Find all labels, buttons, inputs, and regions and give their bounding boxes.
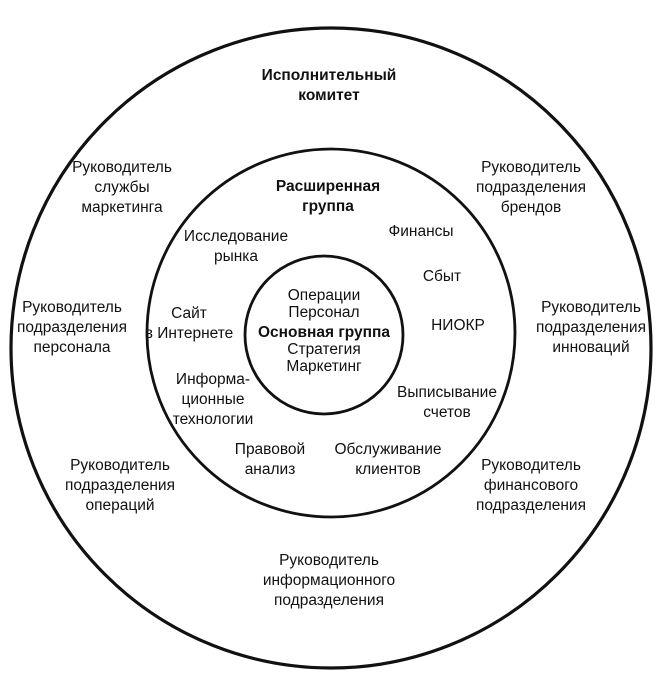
label-line: ционные bbox=[181, 391, 245, 408]
label-line: Исполнительный bbox=[261, 67, 397, 84]
label-line: подразделения bbox=[65, 477, 175, 494]
outer-ring-circle bbox=[9, 26, 653, 670]
middle-ring-item: Выписывание счетов bbox=[397, 383, 497, 423]
label-line: анализ bbox=[244, 461, 296, 478]
label-line: информационного bbox=[262, 572, 396, 589]
outer-ring-item: Руководитель финансового подразделения bbox=[476, 456, 586, 516]
core-ring-item: Операции bbox=[288, 287, 361, 304]
label-line: Стратегия bbox=[287, 341, 361, 358]
label-line: Руководитель bbox=[541, 299, 641, 316]
middle-ring-item: НИОКР bbox=[431, 316, 485, 336]
label-line: Выписывание bbox=[397, 384, 497, 401]
label-line: Руководитель bbox=[279, 552, 379, 569]
label-line: Руководитель bbox=[72, 159, 172, 176]
middle-ring-item: Обслуживание клиентов bbox=[334, 440, 441, 480]
middle-ring-item: Сбыт bbox=[423, 267, 461, 287]
outer-ring-item: Руководитель подразделения персонала bbox=[17, 298, 127, 358]
label-line: Сбыт bbox=[422, 268, 462, 285]
label-line: Руководитель bbox=[22, 299, 122, 316]
label-line: брендов bbox=[500, 199, 562, 216]
middle-ring-title: Расширенная группа bbox=[276, 177, 380, 217]
core-ring-item: Маркетинг bbox=[286, 358, 361, 375]
label-line: подразделения bbox=[536, 319, 646, 336]
label-line: Персонал bbox=[288, 304, 360, 321]
label-line: Руководитель bbox=[481, 159, 581, 176]
core-ring-title: Основная группа bbox=[258, 324, 390, 341]
middle-ring-circle bbox=[145, 147, 517, 519]
outer-ring-title: Исполнительный комитет bbox=[262, 66, 397, 106]
core-ring-item: Стратегия bbox=[287, 341, 360, 358]
label-line: рынка bbox=[213, 248, 259, 265]
middle-ring-item: Исследование рынка bbox=[184, 227, 288, 267]
label-line: клиентов bbox=[355, 461, 421, 478]
outer-ring-item: Руководитель службы маркетинга bbox=[72, 158, 172, 218]
label-line: Сайт bbox=[171, 305, 207, 322]
middle-ring-item: Правовой анализ bbox=[235, 440, 305, 480]
label-line: Исследование bbox=[183, 228, 289, 245]
middle-ring-item: Финансы bbox=[388, 222, 453, 242]
middle-ring-item: Информа-ционные технологии bbox=[173, 370, 254, 430]
label-line: Обслуживание bbox=[334, 441, 442, 458]
label-line: группа bbox=[302, 198, 354, 215]
core-ring-item: Персонал bbox=[288, 304, 359, 321]
label-line: подразделения bbox=[17, 319, 127, 336]
label-line: Расширенная bbox=[275, 178, 381, 195]
label-line: Руководитель bbox=[481, 457, 581, 474]
label-line: технологии bbox=[172, 411, 254, 428]
label-line: маркетинга bbox=[81, 199, 163, 216]
outer-ring-item: Руководитель подразделения брендов bbox=[476, 158, 586, 218]
label-line: Операции bbox=[287, 287, 361, 304]
label-line: подразделения bbox=[476, 497, 586, 514]
label-line: НИОКР bbox=[431, 317, 485, 334]
label-line: Информа- bbox=[175, 371, 251, 388]
label-line: финансового bbox=[483, 477, 579, 494]
label-line: подразделения bbox=[476, 179, 586, 196]
label-line: Основная группа bbox=[257, 324, 391, 341]
outer-ring-item: Руководитель информационного подразделения bbox=[263, 551, 395, 611]
label-line: инноваций bbox=[552, 339, 630, 356]
label-line: Финансы bbox=[388, 223, 454, 240]
label-line: персонала bbox=[33, 339, 111, 356]
label-line: Руководитель bbox=[70, 457, 170, 474]
label-line: службы bbox=[94, 179, 150, 196]
label-line: Правовой bbox=[234, 441, 306, 458]
outer-ring-item: Руководитель подразделения инноваций bbox=[536, 298, 646, 358]
label-line: подразделения bbox=[274, 592, 384, 609]
core-ring-circle bbox=[243, 254, 405, 416]
label-line: комитет bbox=[298, 87, 360, 104]
label-line: операций bbox=[85, 497, 155, 514]
label-line: Маркетинг bbox=[286, 358, 362, 375]
middle-ring-item: Сайт в Интернете bbox=[145, 304, 234, 344]
outer-ring-item: Руководитель подразделения операций bbox=[65, 456, 175, 516]
label-line: в Интернете bbox=[144, 325, 234, 342]
label-line: счетов bbox=[423, 404, 471, 421]
